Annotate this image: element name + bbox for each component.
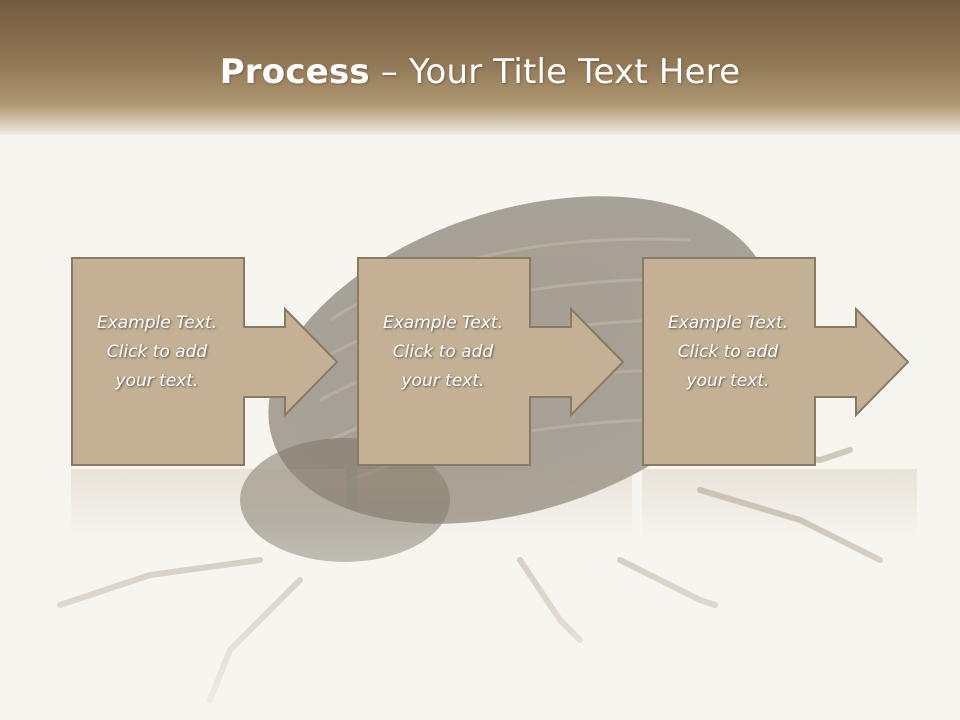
step-2-text[interactable]: Example Text. Click to add your text. [382,313,504,391]
process-step-1[interactable]: Example Text. Click to add your text. [71,257,401,539]
step-3-box-arrow-shape [642,257,910,466]
title-bold: Process [219,52,370,92]
step-3-text[interactable]: Example Text. Click to add your text. [667,313,789,391]
step-2-box-arrow-shape [357,257,625,466]
process-step-3[interactable]: Example Text. Click to add your text. [642,257,960,539]
process-step-2[interactable]: Example Text. Click to add your text. [357,257,687,539]
step-1-box-arrow-shape [71,257,339,466]
header-band [0,0,960,135]
title-rest: – Your Title Text Here [369,52,741,92]
step-1-text[interactable]: Example Text. Click to add your text. [96,313,218,391]
slide-title: Process – Your Title Text Here [0,52,960,92]
